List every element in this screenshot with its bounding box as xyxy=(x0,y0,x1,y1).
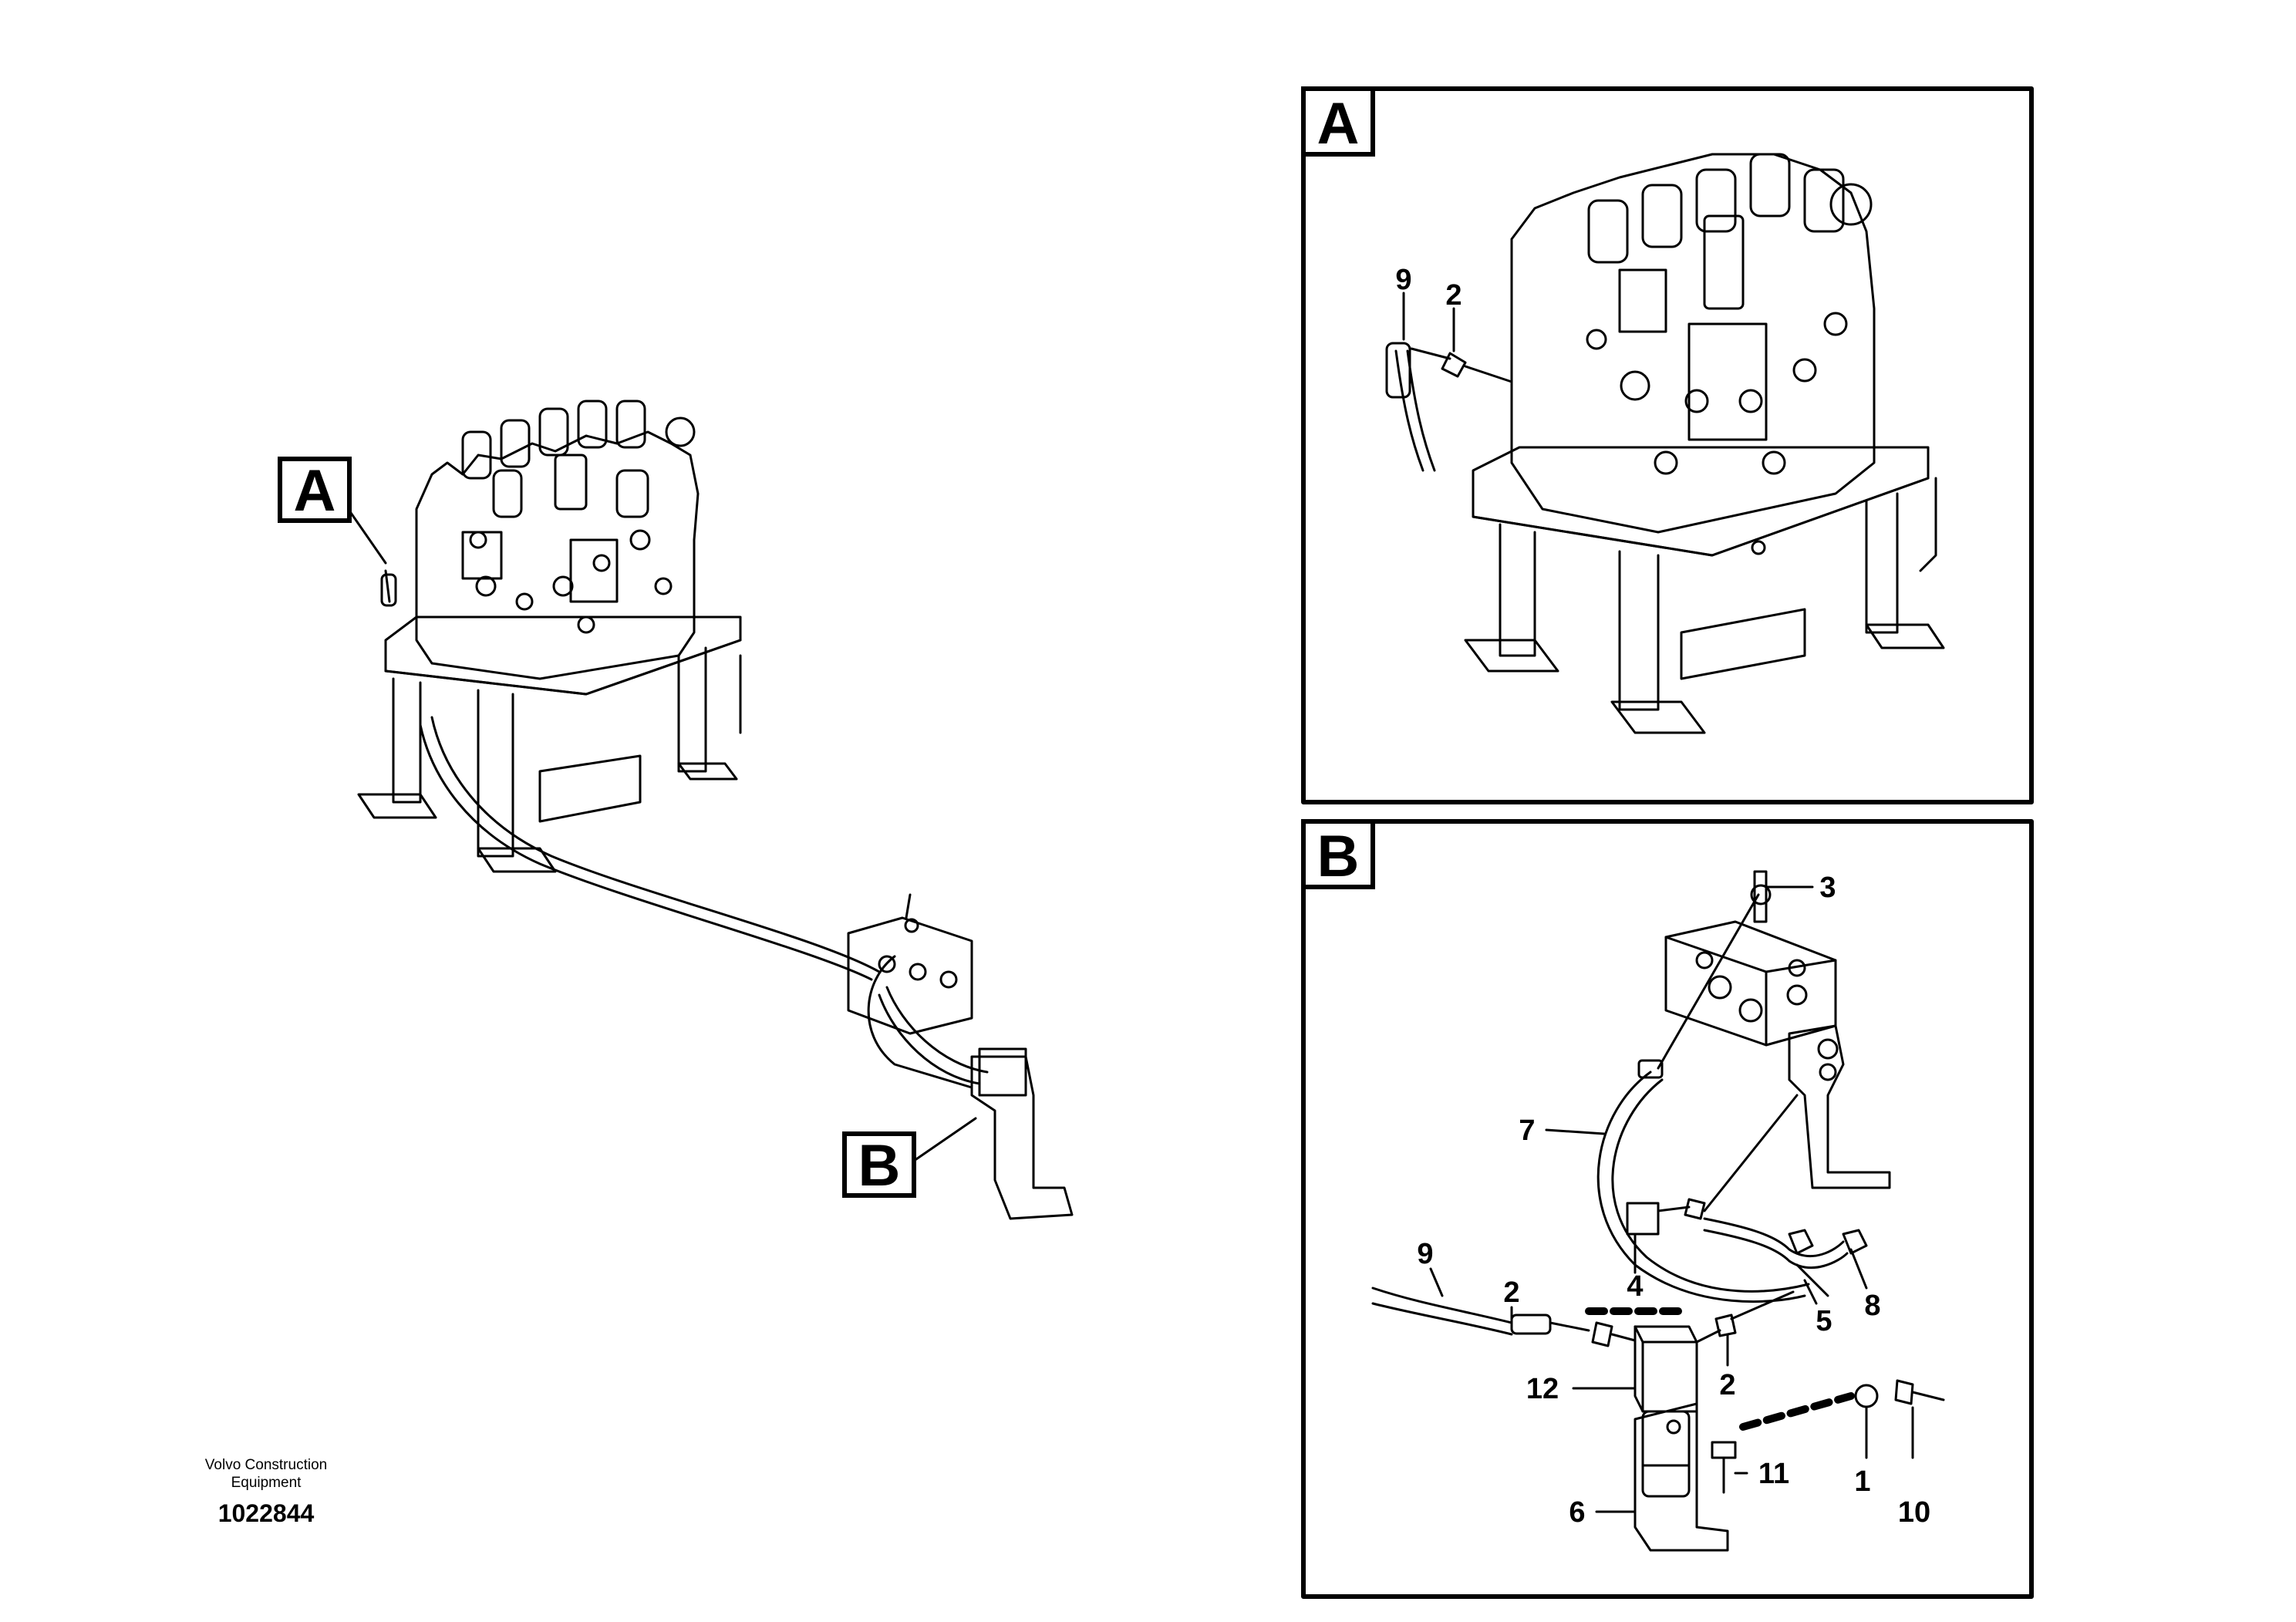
company-name-line1: Volvo Construction xyxy=(204,1457,328,1473)
company-name-line2: Equipment xyxy=(231,1475,302,1491)
callout-b-leader xyxy=(912,1117,977,1162)
callout-a[interactable]: A xyxy=(278,457,352,524)
callout-a-leader xyxy=(349,511,387,565)
footer: Volvo Construction Equipment 1022844 xyxy=(177,1456,355,1528)
detail-b-label-4: 4 xyxy=(1627,1270,1643,1303)
svg-text:B: B xyxy=(1317,824,1360,889)
detail-b-label-10: 10 xyxy=(1898,1496,1930,1529)
detail-b-label-1: 1 xyxy=(1854,1465,1870,1498)
detail-b-label-9: 9 xyxy=(1417,1238,1433,1270)
main-valve-assembly xyxy=(357,400,881,981)
detail-b-leader-7 xyxy=(1545,1128,1606,1135)
detail-panel-b-tag: B xyxy=(1301,819,1375,889)
detail-a-label-2: 2 xyxy=(1445,279,1462,312)
detail-panel-a-tag: A xyxy=(1301,86,1375,157)
detail-a-valve-assembly xyxy=(1385,153,1945,734)
detail-b-leader-8 xyxy=(1849,1248,1868,1290)
main-manifold-assembly xyxy=(847,893,1074,1220)
detail-b-label-2b: 2 xyxy=(1719,1369,1735,1401)
document-number: 1022844 xyxy=(217,1499,315,1527)
detail-b-leader-9 xyxy=(1429,1267,1444,1297)
detail-b-label-6: 6 xyxy=(1569,1496,1585,1529)
detail-b-leader-5 xyxy=(1803,1279,1818,1305)
detail-panel-a-frame xyxy=(1301,86,2034,804)
callout-a-label: A xyxy=(294,458,336,524)
detail-b-label-7: 7 xyxy=(1519,1114,1535,1147)
detail-b-label-12: 12 xyxy=(1526,1373,1559,1405)
detail-b-label-8: 8 xyxy=(1864,1290,1880,1322)
detail-b-label-2a: 2 xyxy=(1503,1276,1519,1309)
svg-text:A: A xyxy=(1317,91,1360,157)
callout-b-label: B xyxy=(858,1133,901,1199)
detail-b-label-5: 5 xyxy=(1816,1305,1832,1337)
detail-a-label-9: 9 xyxy=(1395,264,1411,296)
detail-b-label-11: 11 xyxy=(1758,1458,1789,1490)
detail-panel-b-frame xyxy=(1301,819,2034,1599)
callout-b[interactable]: B xyxy=(842,1131,916,1199)
detail-b-label-3: 3 xyxy=(1819,872,1836,904)
detail-b-manifold-assembly xyxy=(1371,870,1945,1552)
